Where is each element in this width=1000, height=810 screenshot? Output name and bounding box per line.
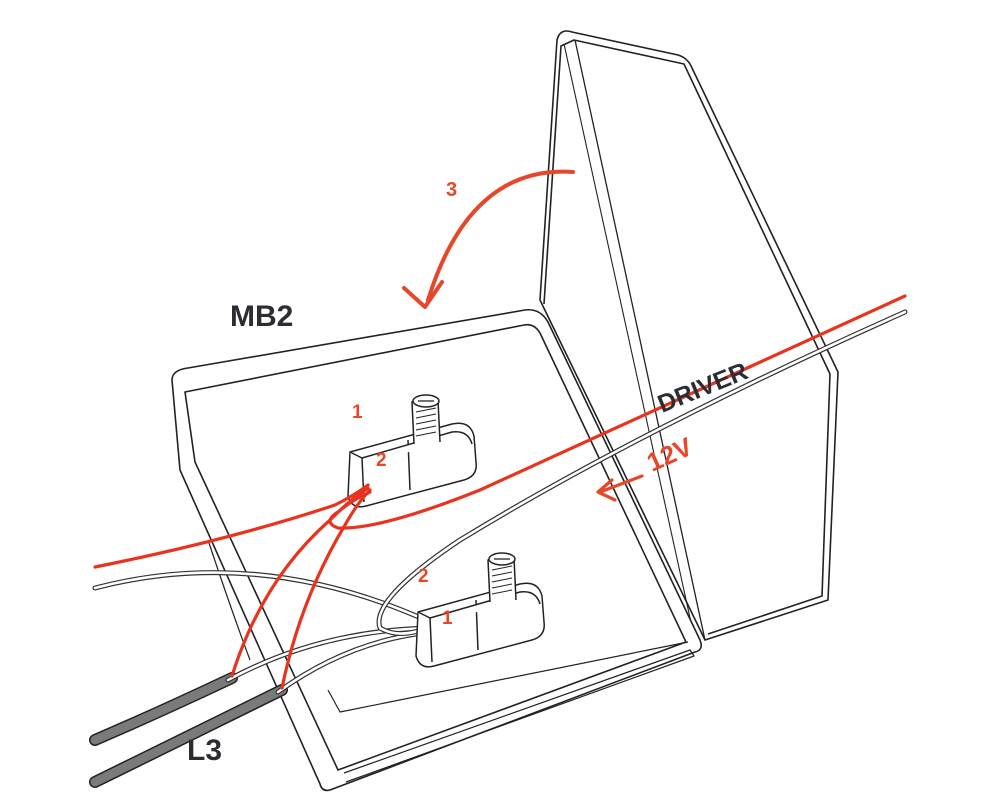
terminal-a-label-1: 1 (352, 402, 363, 423)
terminal-b-label-2: 2 (418, 566, 429, 587)
junction-box (171, 308, 702, 792)
cable-label: L3 (187, 734, 222, 767)
box-label: MB2 (230, 300, 293, 333)
terminal-a-label-2: 2 (376, 450, 387, 471)
connector-a (347, 394, 477, 508)
close-lid-arrow (402, 169, 575, 309)
neutral-wires (92, 309, 908, 695)
live-wires (93, 294, 907, 690)
step-number: 3 (446, 179, 457, 201)
connector-b (415, 552, 545, 668)
terminal-b-label-1: 1 (442, 608, 453, 629)
cable-l3 (89, 672, 288, 788)
voltage-arrow (596, 474, 644, 502)
box-lid (539, 30, 839, 641)
